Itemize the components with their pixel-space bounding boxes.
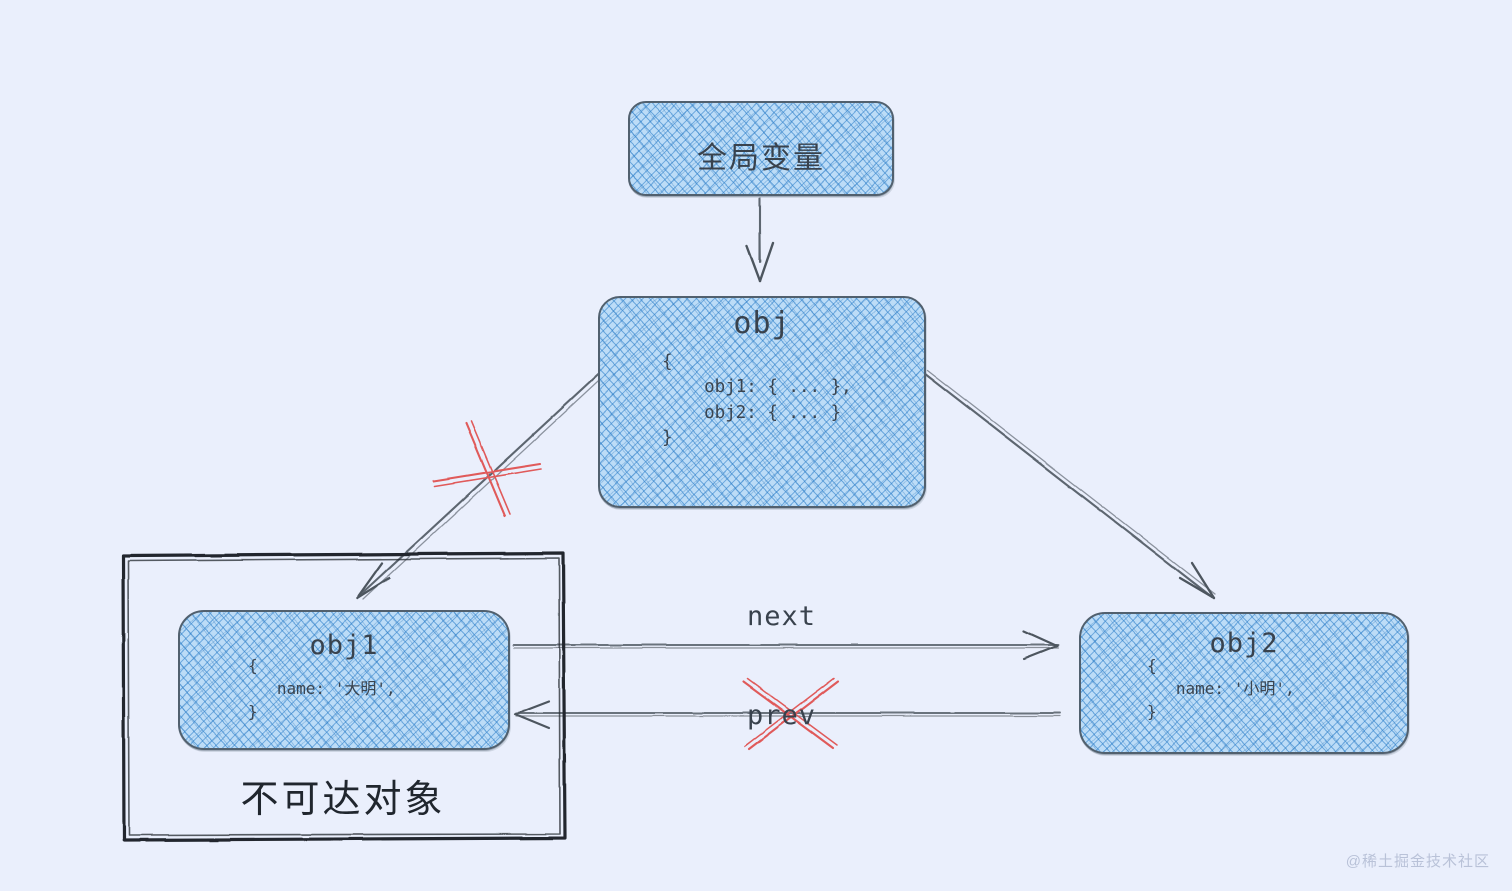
edge-global-to-obj bbox=[745, 196, 775, 283]
unreachable-group-label: 不可达对象 bbox=[240, 779, 446, 821]
edge-label-prev: prev bbox=[747, 700, 817, 731]
node-obj1-title: obj1 bbox=[309, 630, 379, 661]
node-obj-title: obj bbox=[733, 306, 791, 341]
node-global-variable-label: 全局变量 bbox=[697, 142, 825, 175]
node-obj2-body: { name: '小明', } bbox=[1147, 656, 1295, 722]
unreachable-group-rect bbox=[121, 551, 567, 842]
edge-obj-to-obj2 bbox=[922, 369, 1216, 600]
node-global-variable[interactable]: 全局变量 bbox=[628, 101, 894, 196]
cross-out-obj-to-obj1 bbox=[432, 420, 542, 518]
watermark: @稀土掘金技术社区 bbox=[1345, 853, 1490, 870]
cross-out-prev bbox=[742, 677, 840, 751]
node-obj-body: { obj1: { ... }, obj2: { ... } } bbox=[662, 352, 852, 449]
node-obj2[interactable]: obj2 { name: '小明', } bbox=[1079, 612, 1409, 754]
node-obj1[interactable]: obj1 { name: '大明', } bbox=[178, 610, 510, 750]
edge-obj-to-obj1 bbox=[355, 370, 605, 600]
node-obj1-body: { name: '大明', } bbox=[248, 656, 396, 722]
edge-obj1-to-obj2-next bbox=[513, 629, 1059, 661]
node-obj2-title: obj2 bbox=[1209, 628, 1279, 659]
node-obj[interactable]: obj { obj1: { ... }, obj2: { ... } } bbox=[598, 296, 926, 508]
edge-label-next: next bbox=[747, 601, 817, 632]
